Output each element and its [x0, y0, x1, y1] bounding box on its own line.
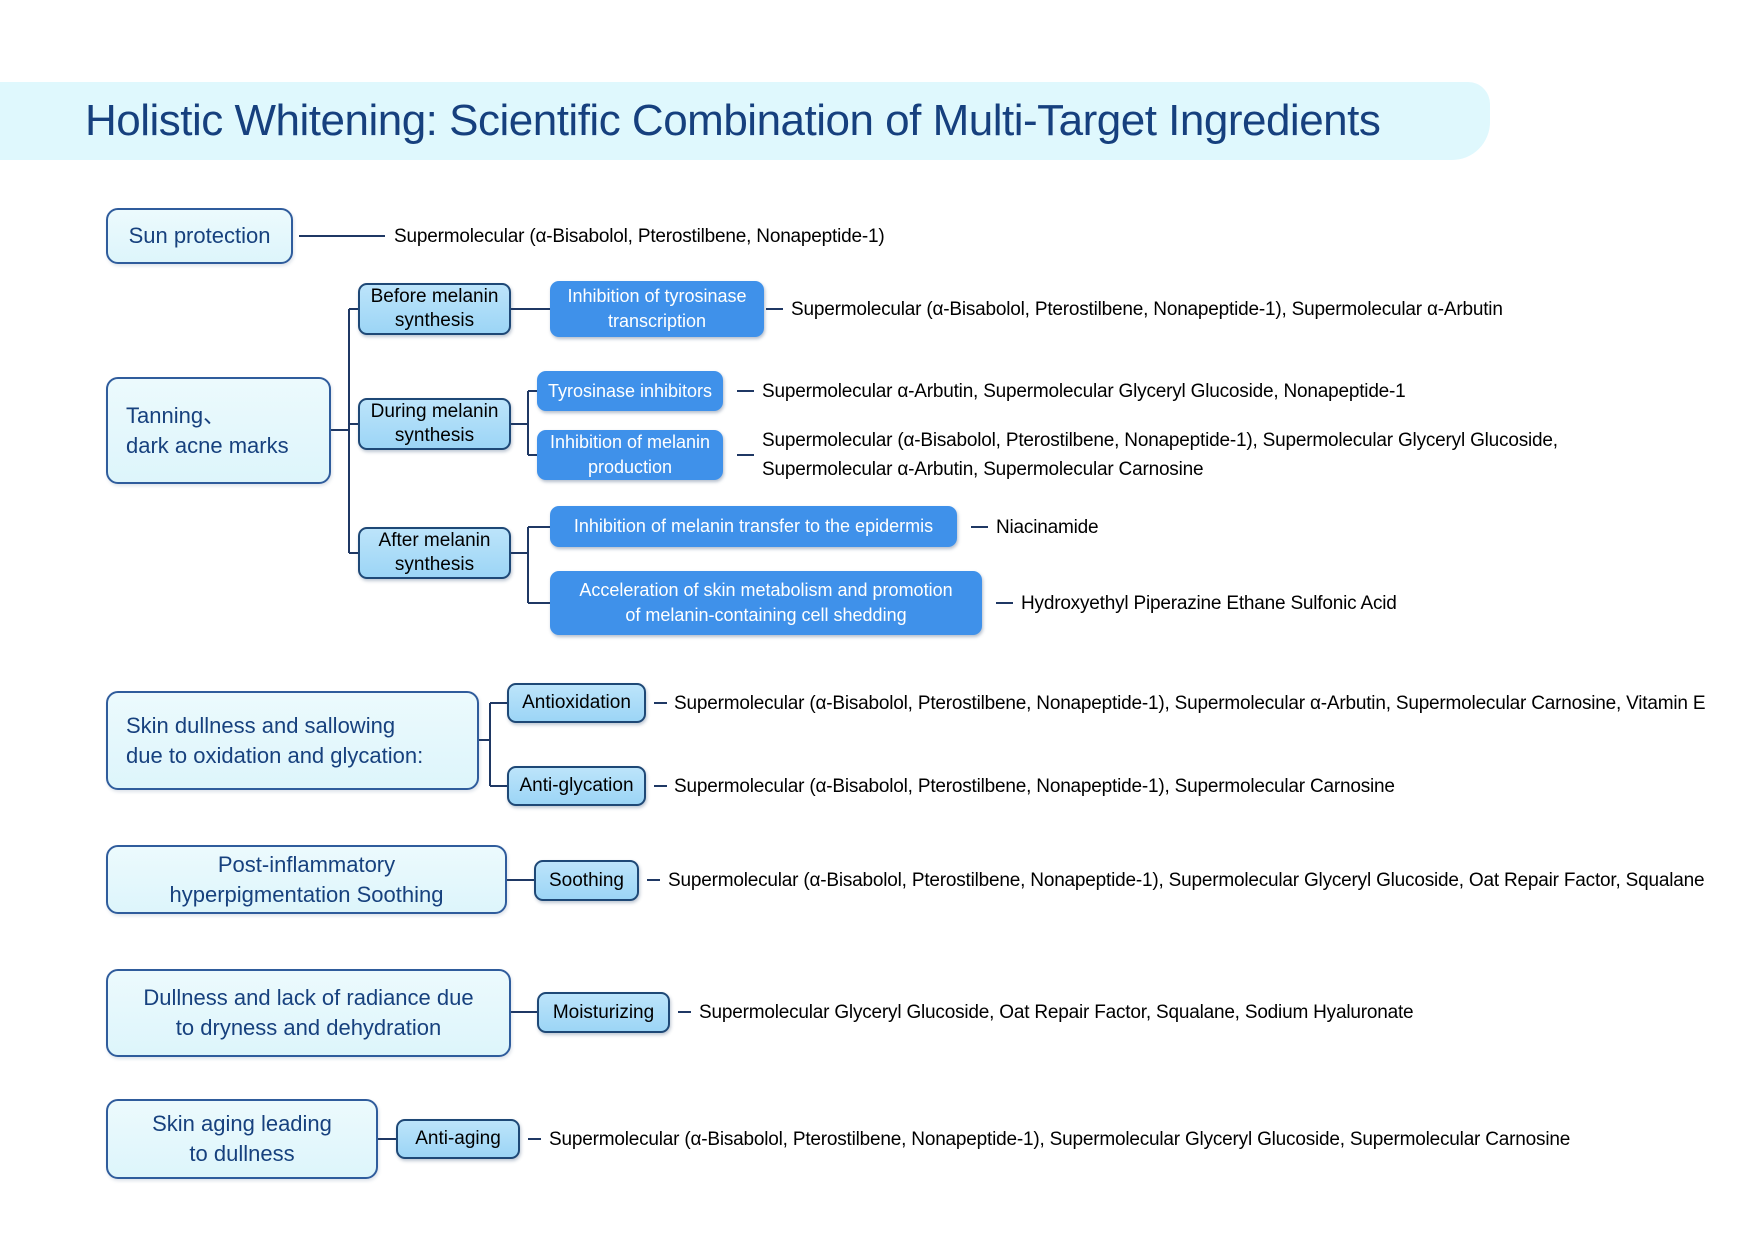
node-moisturizing: Moisturizing	[537, 992, 670, 1033]
node-acceleration-cell-shedding: Acceleration of skin metabolism and prom…	[550, 571, 982, 635]
node-skin-dullness-oxidation-label: Skin dullness and sallowing due to oxida…	[126, 712, 424, 768]
node-before-melanin-label: Before melanin synthesis	[370, 286, 499, 331]
ingredients-melanin-production: Supermolecular (α-Bisabolol, Pterostilbe…	[762, 430, 1558, 480]
node-anti-aging: Anti-aging	[396, 1119, 520, 1159]
node-during-melanin-synthesis: During melanin synthesis	[358, 398, 511, 450]
node-antioxidation: Antioxidation	[507, 683, 646, 723]
node-post-inflammatory: Post-inflammatory hyperpigmentation Soot…	[106, 845, 507, 914]
node-soothing: Soothing	[534, 860, 639, 901]
node-acceleration-cell-shedding-label: Acceleration of skin metabolism and prom…	[579, 580, 953, 625]
connector-tanning-trunk	[331, 308, 358, 554]
connector-oxidation-elbow	[479, 702, 507, 787]
node-sun-protection-label: Sun protection	[128, 223, 271, 248]
node-tanning: Tanning、 dark acne marks	[106, 377, 331, 484]
node-moisturizing-label: Moisturizing	[552, 1001, 655, 1023]
node-tyrosinase-inhibitors: Tyrosinase inhibitors	[537, 371, 723, 411]
node-inhibition-tyrosinase-transcription-label: Inhibition of tyrosinase transcription	[567, 286, 747, 331]
node-post-inflammatory-label: Post-inflammatory hyperpigmentation Soot…	[169, 851, 444, 907]
node-during-melanin-label: During melanin synthesis	[370, 401, 499, 446]
node-soothing-label: Soothing	[548, 869, 624, 891]
ingredients-moisturizing: Supermolecular Glyceryl Glucoside, Oat R…	[699, 1002, 1414, 1023]
node-sun-protection: Sun protection	[106, 208, 293, 264]
node-anti-glycation-label: Anti-glycation	[519, 775, 634, 796]
ingredients-sun-protection: Supermolecular (α-Bisabolol, Pterostilbe…	[394, 226, 885, 247]
node-anti-glycation: Anti-glycation	[507, 766, 646, 806]
node-anti-aging-label: Anti-aging	[415, 1128, 501, 1149]
ingredients-soothing: Supermolecular (α-Bisabolol, Pterostilbe…	[668, 870, 1705, 891]
node-antioxidation-label: Antioxidation	[522, 692, 631, 713]
title-band: Holistic Whitening: Scientific Combinati…	[0, 82, 1490, 160]
ingredients-melanin-transfer: Niacinamide	[996, 517, 1099, 538]
node-inhibition-melanin-production-label: Inhibition of melanin production	[549, 432, 711, 477]
page-title: Holistic Whitening: Scientific Combinati…	[85, 96, 1381, 145]
node-before-melanin-synthesis: Before melanin synthesis	[358, 283, 511, 335]
node-inhibition-melanin-production: Inhibition of melanin production	[537, 430, 723, 480]
node-inhibition-tyrosinase-transcription: Inhibition of tyrosinase transcription	[550, 281, 764, 337]
ingredients-cell-shedding: Hydroxyethyl Piperazine Ethane Sulfonic …	[1021, 593, 1397, 614]
node-tyrosinase-inhibitors-label: Tyrosinase inhibitors	[547, 380, 713, 401]
node-dryness-dehydration: Dullness and lack of radiance due to dry…	[106, 969, 511, 1057]
node-after-melanin-synthesis: After melanin synthesis	[358, 527, 511, 579]
node-skin-aging-label: Skin aging leading to dullness	[152, 1111, 332, 1166]
node-after-melanin-label: After melanin synthesis	[378, 530, 491, 575]
ingredients-transcription: Supermolecular (α-Bisabolol, Pterostilbe…	[791, 299, 1503, 320]
ingredients-anti-aging: Supermolecular (α-Bisabolol, Pterostilbe…	[549, 1129, 1571, 1150]
connector-during-elbow	[511, 390, 537, 456]
node-skin-dullness-oxidation: Skin dullness and sallowing due to oxida…	[106, 691, 479, 790]
node-inhibition-melanin-transfer: Inhibition of melanin transfer to the ep…	[550, 506, 957, 547]
node-skin-aging: Skin aging leading to dullness	[106, 1099, 378, 1179]
connector-after-elbow	[511, 526, 550, 604]
node-tanning-label: Tanning、 dark acne marks	[126, 402, 289, 458]
node-dryness-dehydration-label: Dullness and lack of radiance due to dry…	[143, 985, 474, 1040]
ingredients-antioxidation: Supermolecular (α-Bisabolol, Pterostilbe…	[674, 693, 1706, 714]
ingredients-tyrosinase-inhibitors: Supermolecular α-Arbutin, Supermolecular…	[762, 381, 1406, 402]
ingredients-anti-glycation: Supermolecular (α-Bisabolol, Pterostilbe…	[674, 776, 1395, 797]
node-inhibition-melanin-transfer-label: Inhibition of melanin transfer to the ep…	[573, 516, 934, 536]
